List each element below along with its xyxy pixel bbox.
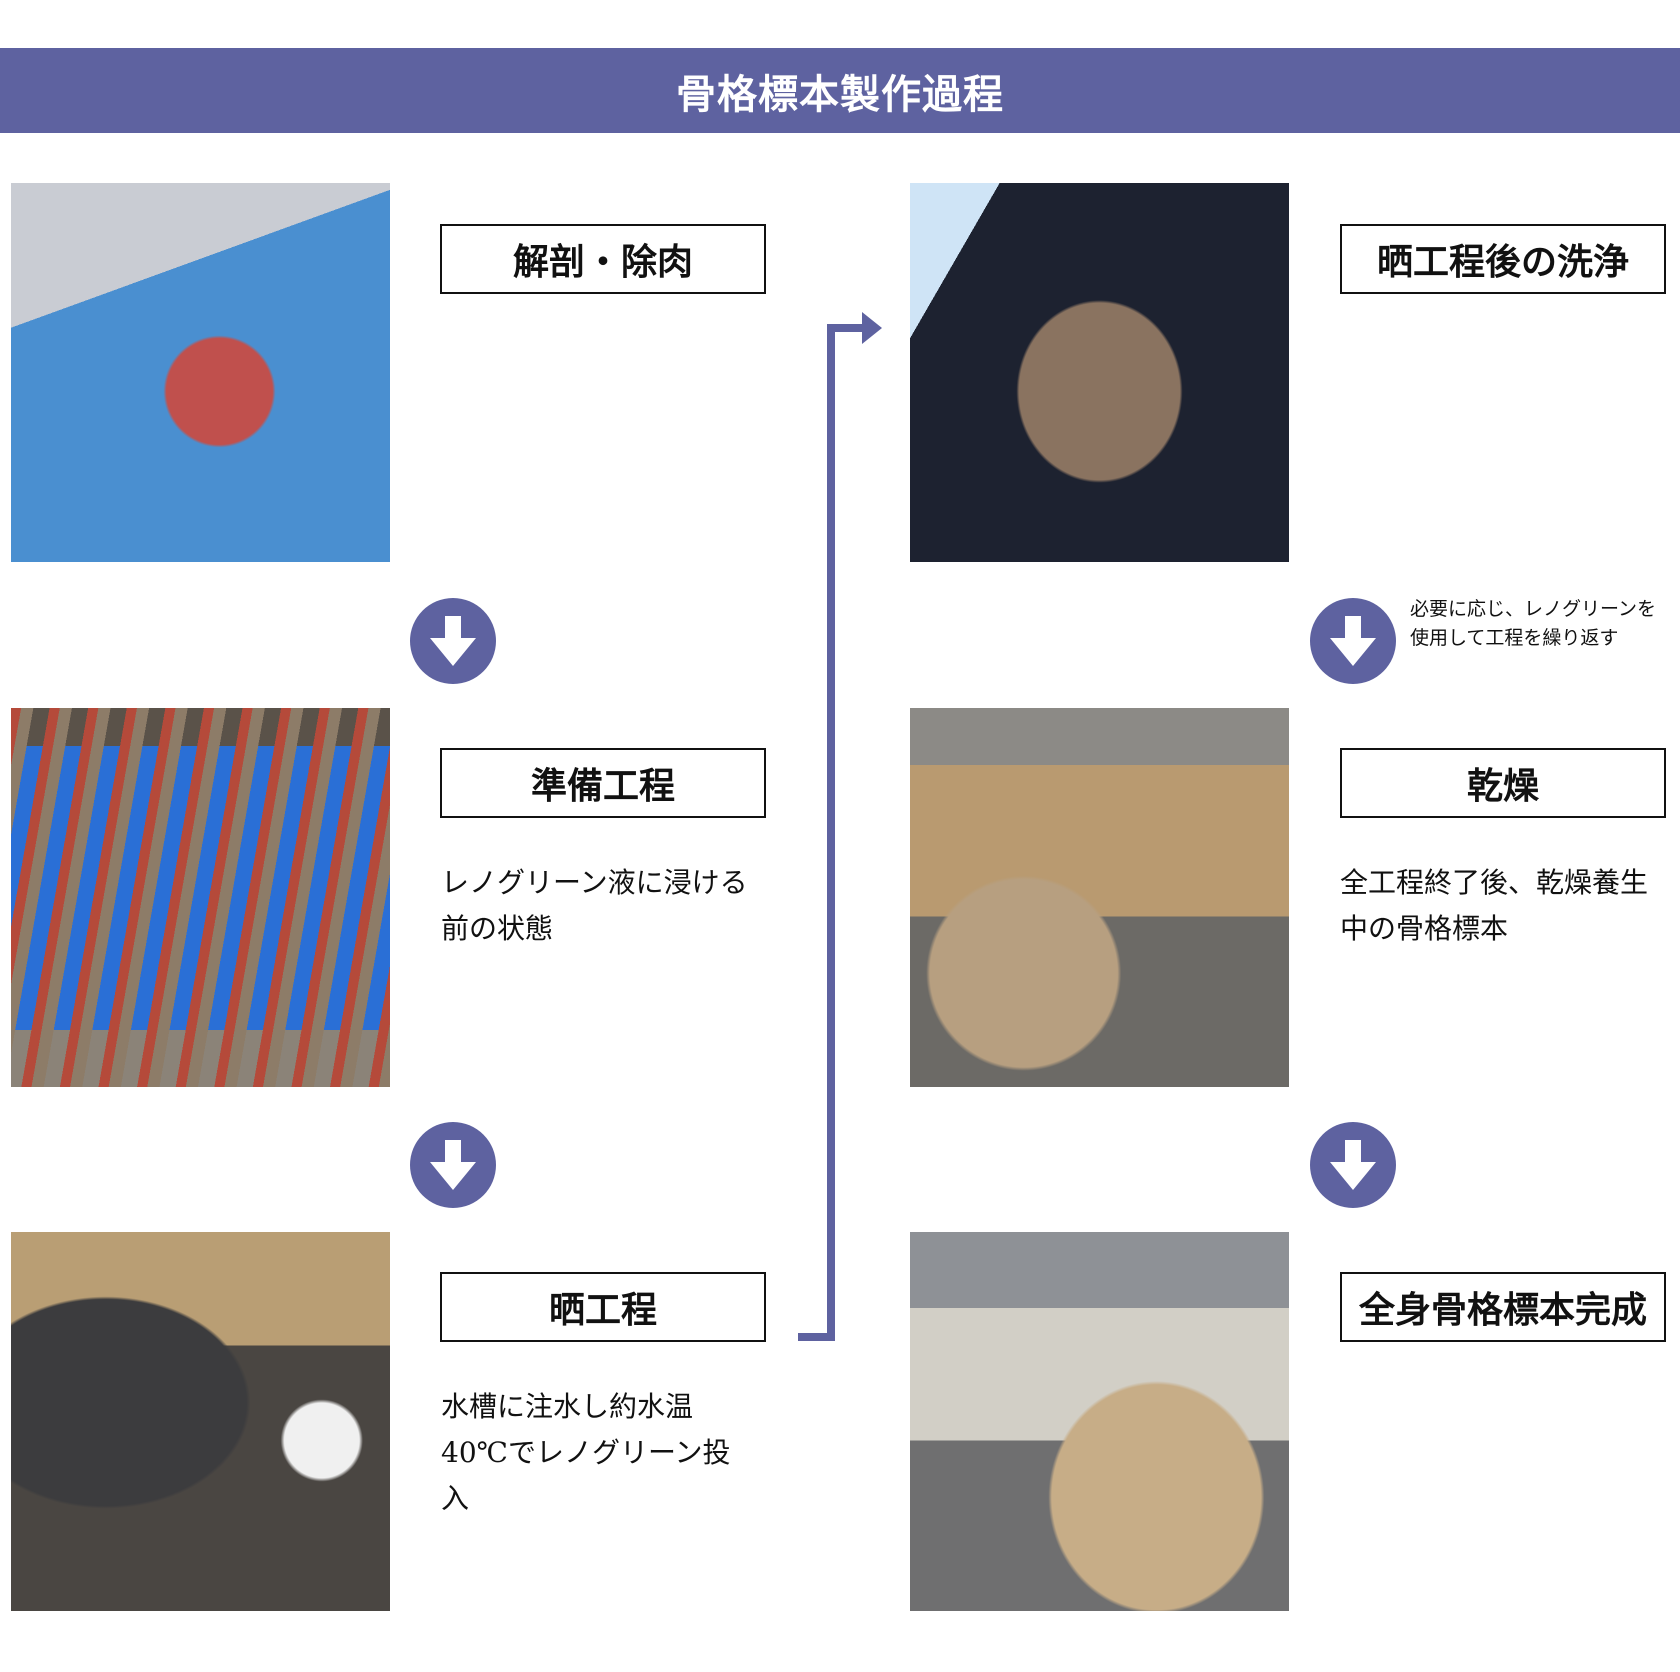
step-label: 乾燥 xyxy=(1340,748,1666,818)
arrow-down-circle-icon xyxy=(410,598,496,684)
step-description: 水槽に注水し約水温40℃でレノグリーン投入 xyxy=(441,1390,731,1515)
arrow-down-circle-icon xyxy=(1310,1122,1396,1208)
repeat-note: 必要に応じ、レノグリーンを使用して工程を繰り返す xyxy=(1410,598,1657,649)
page-header: 骨格標本製作過程 xyxy=(0,48,1680,133)
step-description: レノグリーン液に浸ける前の状態 xyxy=(441,866,748,945)
page-title: 骨格標本製作過程 xyxy=(676,70,1004,118)
step-photo-drying xyxy=(910,708,1289,1087)
arrow-down-circle-icon xyxy=(410,1122,496,1208)
step-photo-dissection xyxy=(11,183,390,562)
step-photo-washing xyxy=(910,183,1289,562)
step-label: 準備工程 xyxy=(440,748,766,818)
step-photo-preparation xyxy=(11,708,390,1087)
step-description: 全工程終了後、乾燥養生中の骨格標本 xyxy=(1340,866,1649,945)
step-label: 解剖・除肉 xyxy=(440,224,766,294)
step-photo-bleaching xyxy=(11,1232,390,1611)
step-label: 全身骨格標本完成 xyxy=(1340,1272,1666,1342)
step-label: 晒工程後の洗浄 xyxy=(1340,224,1666,294)
step-photo-completed xyxy=(910,1232,1289,1611)
arrow-down-circle-icon xyxy=(1310,598,1396,684)
step-label: 晒工程 xyxy=(440,1272,766,1342)
